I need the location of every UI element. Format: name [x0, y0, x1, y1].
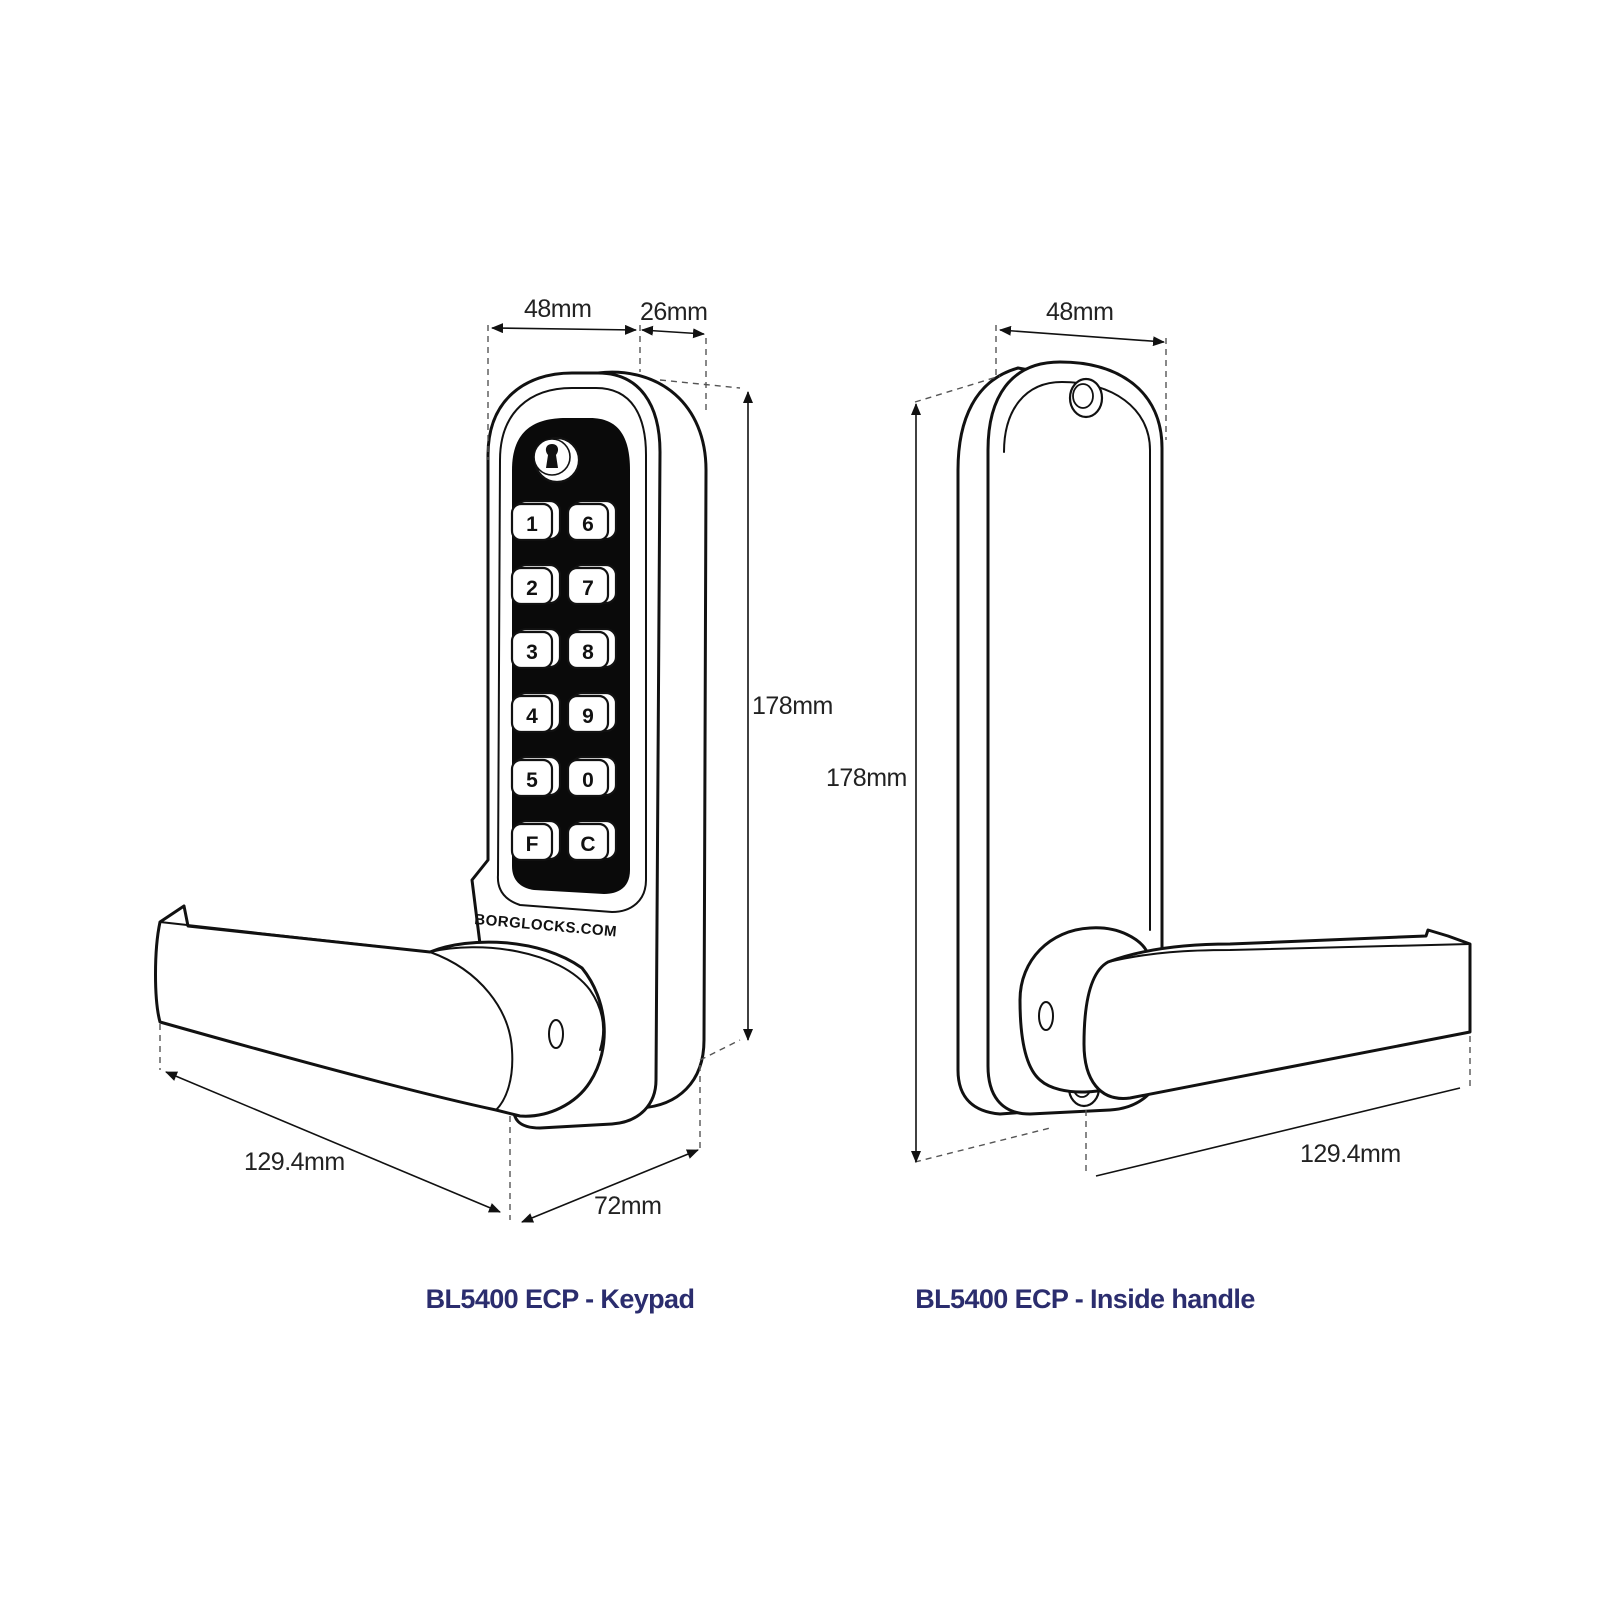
key-7[interactable]: 7 — [566, 563, 618, 606]
inside-dim-width-arrow — [999, 325, 1165, 347]
key-c[interactable]: C — [566, 819, 618, 862]
inside-dim-height-label: 178mm — [826, 764, 907, 792]
key-9[interactable]: 9 — [566, 691, 618, 734]
keypad-lever-handle — [154, 904, 606, 1118]
key-4-label: 4 — [526, 705, 538, 728]
ext-line — [659, 379, 741, 389]
key-3-label: 3 — [526, 641, 538, 664]
inside-dim-handle-label: 129.4mm — [1300, 1140, 1401, 1168]
ext-line — [699, 1039, 741, 1061]
inside-dim-handle-line — [1095, 1087, 1461, 1177]
dim-handle-length-arrow — [165, 1071, 501, 1213]
key-0[interactable]: 0 — [566, 755, 618, 798]
key-8-label: 8 — [582, 641, 594, 664]
key-4[interactable]: 4 — [510, 691, 562, 734]
inside-lever-top-edge — [1107, 943, 1471, 963]
dim-projection-label: 72mm — [594, 1192, 661, 1220]
key-2-label: 2 — [526, 577, 538, 600]
rose-screw-icon — [1038, 1001, 1054, 1031]
keypad-inner-rim — [496, 387, 647, 913]
ext-line — [914, 1127, 1051, 1163]
dim-projection-arrow — [521, 1149, 699, 1223]
dim-depth-label: 26mm — [640, 298, 707, 326]
lever-screw-icon — [548, 1019, 564, 1049]
key-7-label: 7 — [582, 577, 594, 600]
dim-width-arrow — [491, 323, 637, 335]
key-5[interactable]: 5 — [510, 755, 562, 798]
inside-caption: BL5400 ECP - Inside handle — [915, 1284, 1255, 1314]
ext-line — [914, 375, 1001, 403]
key-1-label: 1 — [526, 513, 538, 536]
inside-front-plate — [986, 360, 1164, 1116]
key-2[interactable]: 2 — [510, 563, 562, 606]
key-c-label: C — [580, 833, 595, 856]
key-cylinder-icon — [533, 436, 581, 484]
keypad-view: 1 6 2 7 3 — [154, 295, 833, 1314]
lever-rose — [429, 946, 605, 1051]
key-9-label: 9 — [582, 705, 594, 728]
keypad-keys: 1 6 2 7 3 — [510, 499, 618, 862]
dim-depth-arrow — [641, 325, 705, 339]
key-f-label: F — [526, 833, 539, 856]
dim-height-label: 178mm — [752, 692, 833, 720]
key-6-label: 6 — [582, 513, 594, 536]
key-6[interactable]: 6 — [566, 499, 618, 542]
lever-top-edge — [159, 921, 514, 1111]
key-f[interactable]: F — [510, 819, 562, 862]
inside-dim-width-label: 48mm — [1046, 298, 1113, 326]
key-8[interactable]: 8 — [566, 627, 618, 670]
screw-icon — [1068, 377, 1104, 419]
dim-handle-length-label: 129.4mm — [244, 1148, 345, 1176]
key-3[interactable]: 3 — [510, 627, 562, 670]
key-1[interactable]: 1 — [510, 499, 562, 542]
inside-handle-view: 48mm 178mm 129.4mm BL5400 ECP - Inside h… — [826, 298, 1472, 1314]
inside-lever-handle — [1082, 928, 1472, 1100]
key-5-label: 5 — [526, 769, 538, 792]
key-0-label: 0 — [582, 769, 594, 792]
inside-inner-rim — [1003, 381, 1151, 931]
dim-width-label: 48mm — [524, 295, 591, 323]
keypad-caption: BL5400 ECP - Keypad — [426, 1284, 695, 1314]
